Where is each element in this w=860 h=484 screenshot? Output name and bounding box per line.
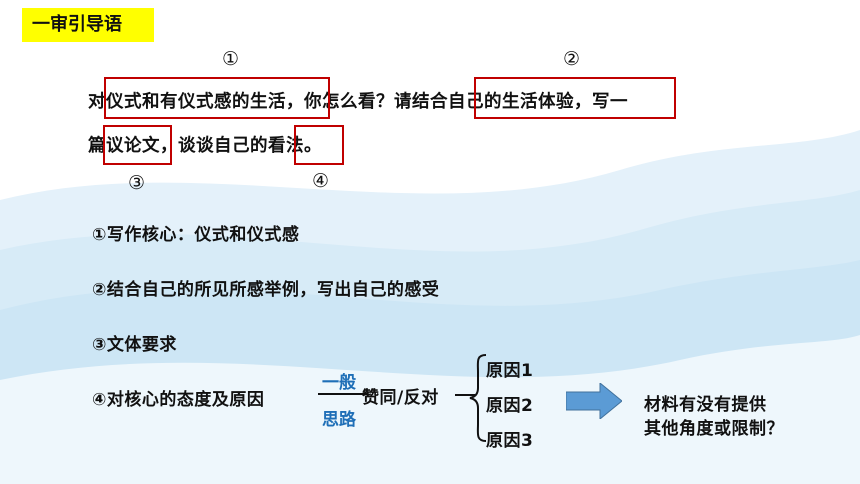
prompt-line2-post: 。 [304,136,322,156]
point-4: ④对核心的态度及原因 [92,390,265,410]
path-connector-line [318,393,368,395]
prompt-key-phrase-3: 议论文 [106,136,160,156]
reasons-brace [469,354,487,442]
point-1: ①写作核心：仪式和仪式感 [92,225,300,245]
prompt-line1-post: ，写一 [574,92,628,112]
marker-1: ① [222,48,240,70]
prompt-line-1: 对仪式和有仪式感的生活，你怎么看？请结合自己的生活体验，写一 [88,88,628,113]
reason-3: 原因3 [486,431,534,451]
highlight-box-4 [294,125,344,165]
prompt-line1-mid: ，你怎么看？请 [286,92,412,112]
path-label-top: 一般 [322,373,356,393]
marker-2: ② [563,48,581,70]
marker-3: ③ [128,172,146,194]
point-2: ②结合自己的所见所感举例，写出自己的感受 [92,280,440,300]
prompt-line2-mid: ，谈谈自己的 [160,136,268,156]
highlight-box-1 [104,77,330,119]
question-line-1: 材料有没有提供 [644,395,767,415]
stance-label: 赞同/反对 [362,388,439,408]
marker-4: ④ [312,170,330,192]
right-arrow-icon [566,383,622,419]
question-line-2: 其他角度或限制？ [644,419,784,439]
highlight-box-3 [103,125,172,165]
highlight-box-2 [474,77,676,119]
point-3: ③文体要求 [92,335,177,355]
section-title: 一审引导语 [22,8,154,42]
path-label-bottom: 思路 [322,410,356,430]
reason-2: 原因2 [486,396,534,416]
reason-1: 原因1 [486,361,534,381]
prompt-key-phrase-1: 仪式和有仪式感的生活 [106,92,286,112]
prompt-line2-pre: 篇 [88,136,106,156]
prompt-line1-pre: 对 [88,92,106,112]
stance-connector-line [455,394,475,396]
prompt-key-phrase-2: 结合自己的生活体验 [412,92,574,112]
